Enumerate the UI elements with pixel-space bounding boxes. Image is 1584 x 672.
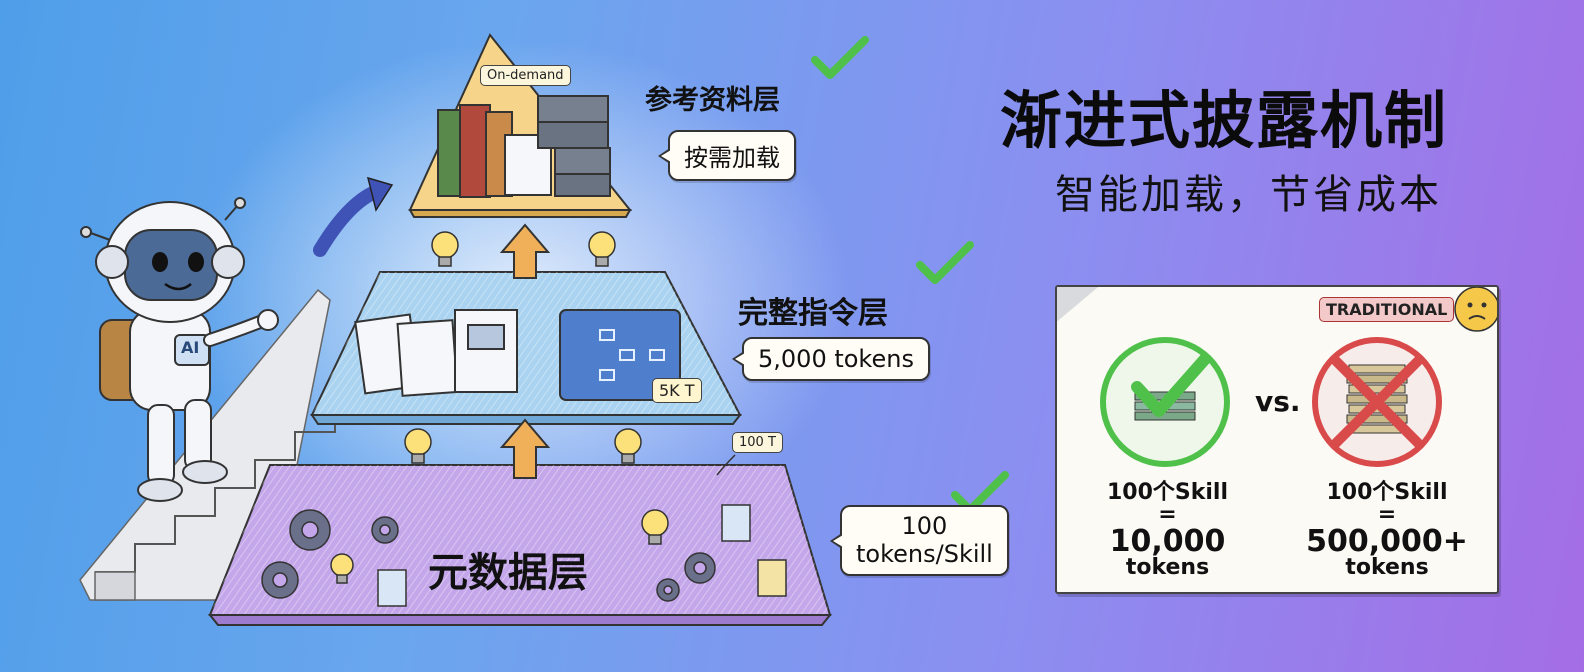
up-arrows [499,223,551,479]
left-line3: 10,000 [1109,523,1226,559]
metadata-layer [207,464,833,626]
reference-layer-title: 参考资料层 [645,85,780,116]
server-icon [537,95,609,123]
left-line2: = [1158,502,1177,528]
check-icon [916,241,974,284]
instruction-layer-note: 5,000 tokens [732,337,930,381]
book-icon [437,109,463,197]
left-line1: 100个Skill [1106,480,1229,505]
metadata-layer-title: 元数据层 [428,550,588,596]
right-line3: 500,000+ [1306,523,1468,559]
document-icons [377,504,787,607]
subtitle: 智能加载，节省成本 [1055,172,1442,218]
lightbulb-icons [330,231,669,584]
tag-pointer [716,454,736,476]
metadata-layer-note: 100 tokens/Skill [830,505,1009,577]
100-tokens-tag: 100 T [732,432,783,453]
metadata-note-line1: 100 [901,512,948,540]
sad-face-icon [1454,287,1497,332]
right-line2: = [1377,502,1397,528]
robot [80,197,279,502]
metadata-note-line2: tokens/Skill [856,539,993,568]
instruction-layer-title: 完整指令层 [738,296,888,331]
comparison-card: TRADITIONAL vs. 100个Skill = 10,000 token… [1055,285,1499,594]
document-icon [504,134,552,196]
on-demand-tag: On-demand [480,65,571,86]
left-line4: tokens [1125,555,1210,581]
comparison-art [1057,287,1497,467]
robot-chest-label: AI [181,338,200,357]
vs-label: vs. [1255,385,1301,418]
robot-chest-panel [174,334,210,366]
check-icon [811,36,869,79]
climb-arrow-head [366,176,394,212]
traditional-cost: 100个Skill = 500,000+ tokens [1302,480,1472,581]
reference-layer-note: 按需加载 [658,130,796,181]
right-line1: 100个Skill [1326,480,1448,505]
5k-tokens-tag: 5K T [652,378,702,403]
traditional-badge: TRADITIONAL [1319,297,1455,322]
new-approach-cost: 100个Skill = 10,000 tokens [1085,480,1250,581]
check-icon [1131,353,1211,417]
reference-layer [408,33,633,218]
right-line4: tokens [1345,555,1429,581]
instruction-layer [310,271,743,425]
main-title: 渐进式披露机制 [1000,84,1449,157]
tape-strip [1057,287,1108,325]
gear-icons [261,509,716,602]
cross-icon [1330,355,1424,449]
